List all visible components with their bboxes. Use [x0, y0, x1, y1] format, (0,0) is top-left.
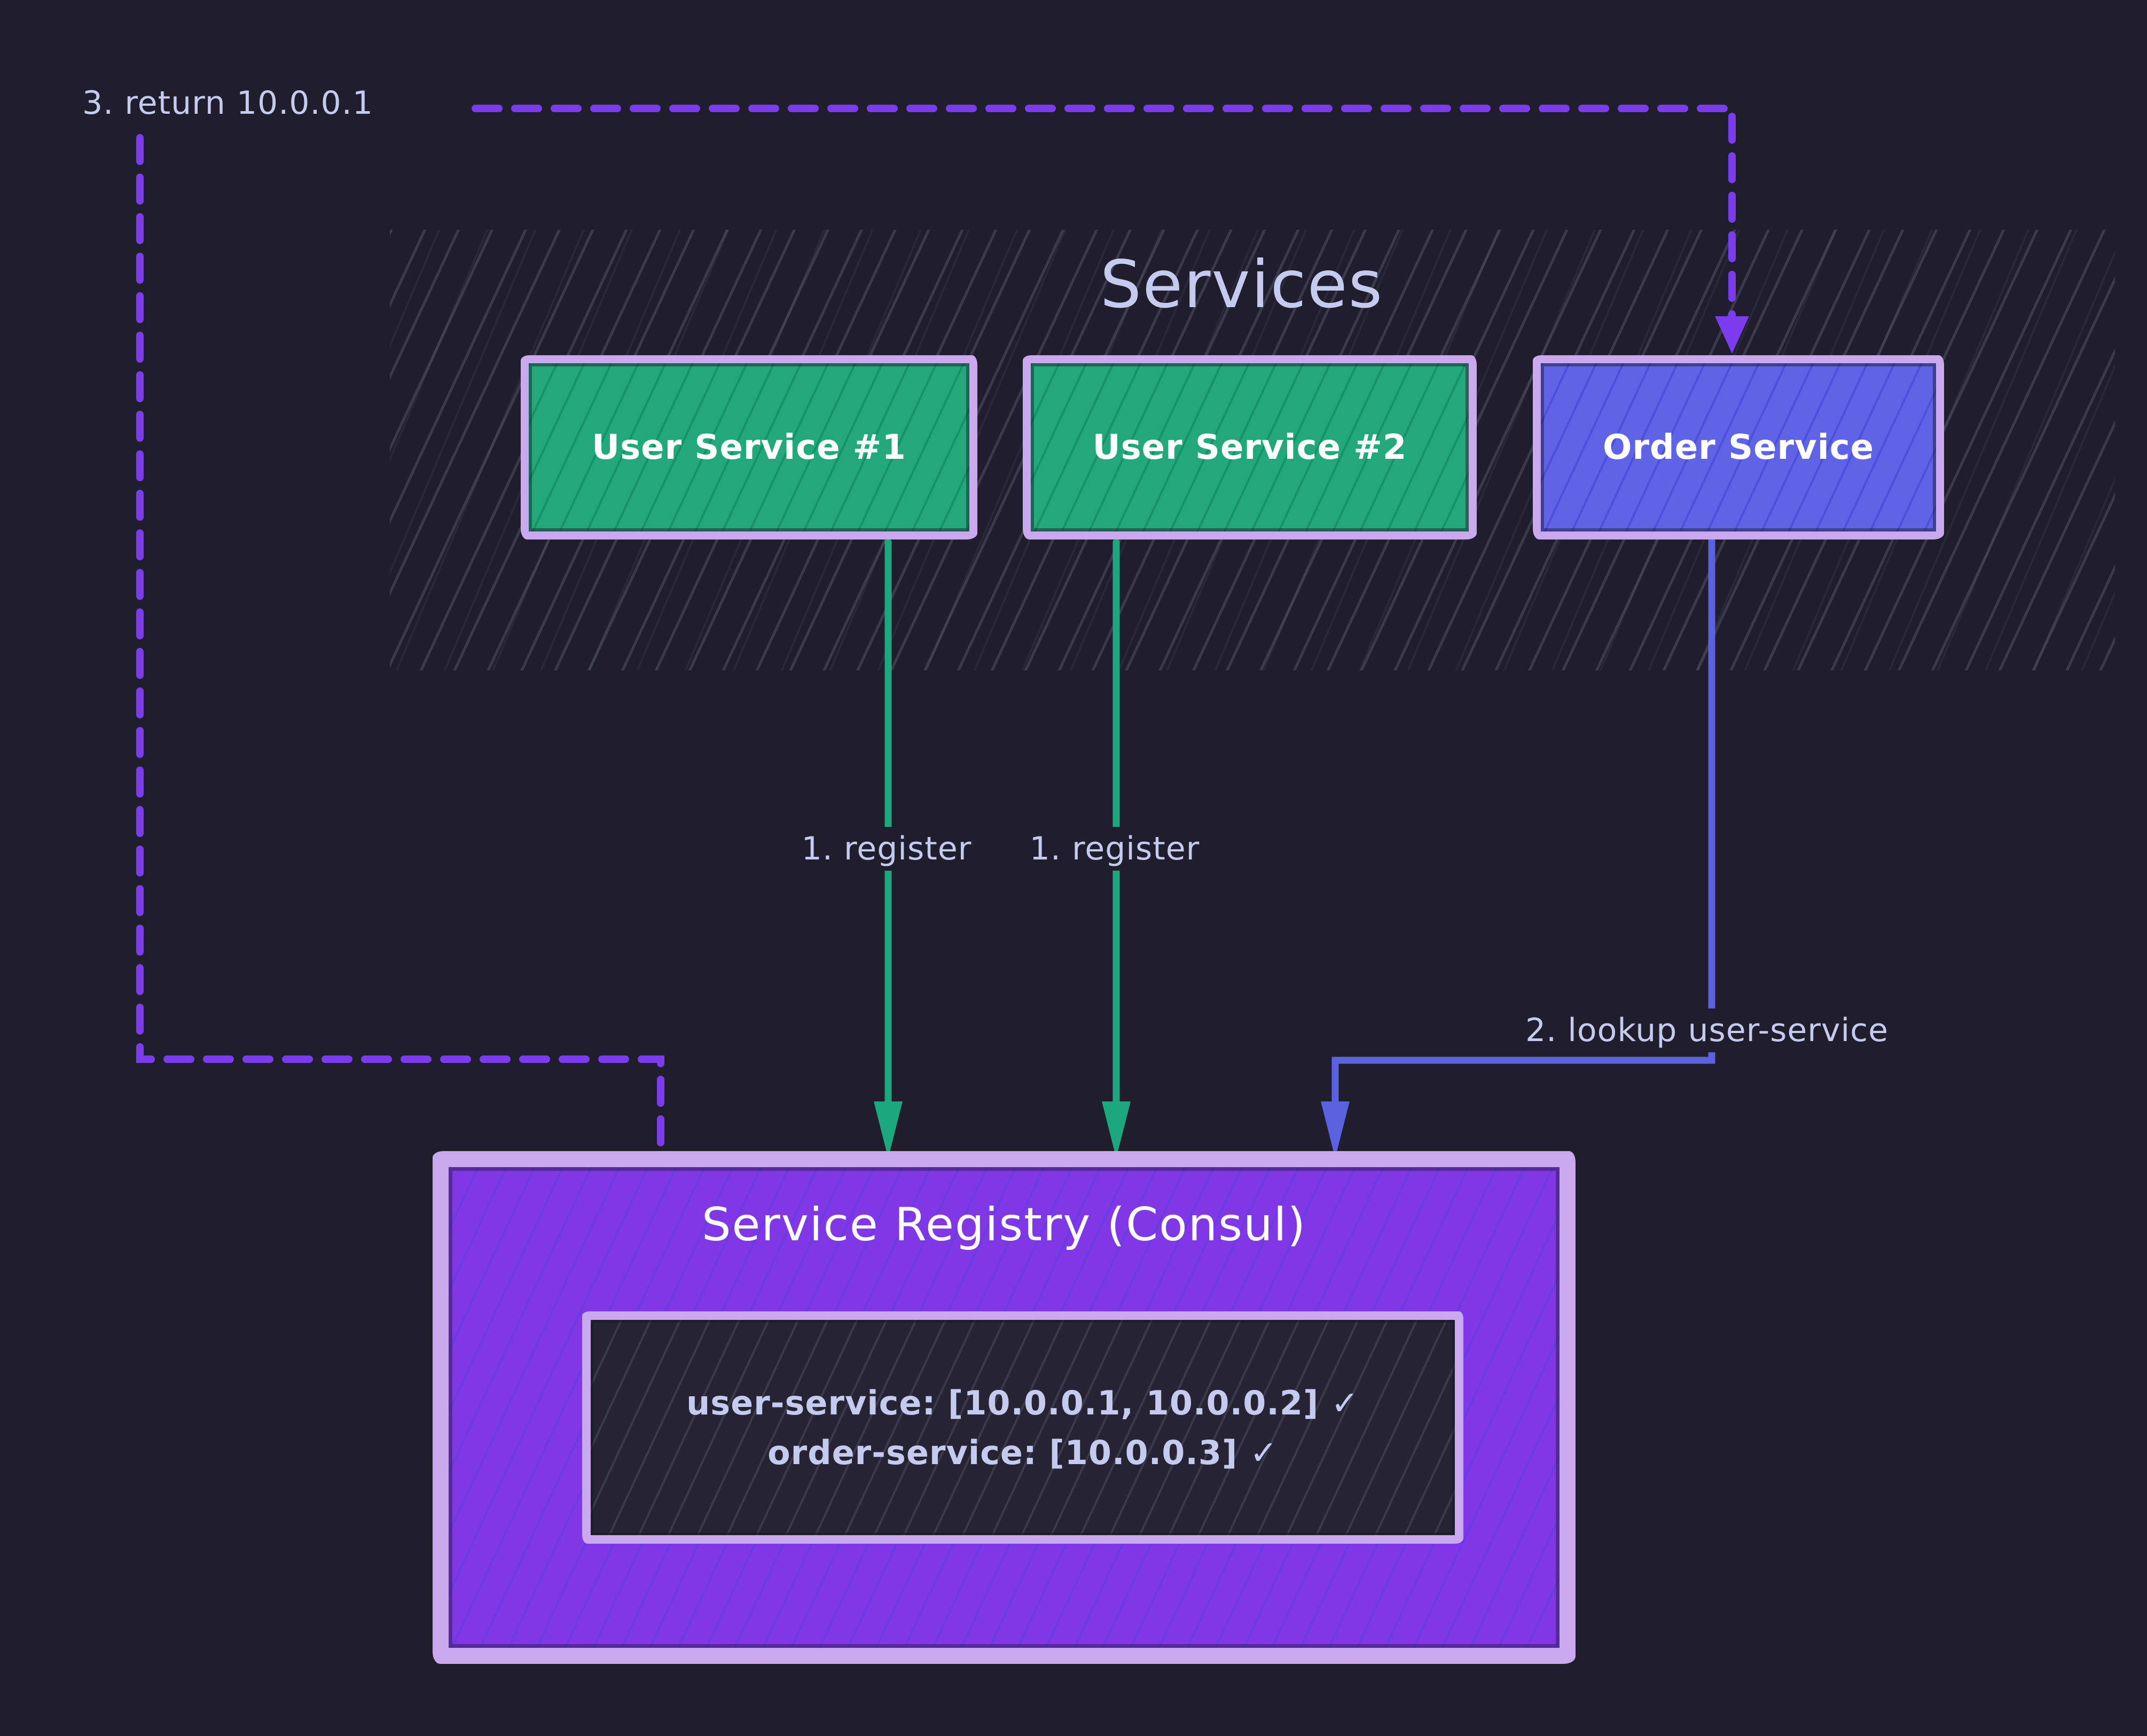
arrowhead-down-icon	[874, 1101, 903, 1158]
node-order-service: Order Service	[1533, 355, 1944, 539]
edge-label-register-2: 1. register	[1022, 827, 1208, 871]
arrowhead-down-icon	[1102, 1101, 1131, 1158]
services-group-title: Services	[1100, 247, 1384, 323]
node-label: User Service #1	[592, 427, 906, 467]
lookup-arrow	[1321, 537, 1715, 1158]
register-arrow-1	[874, 538, 903, 1158]
arrowhead-down-icon	[1321, 1101, 1350, 1158]
node-label: User Service #2	[1092, 427, 1407, 467]
arrowhead-down-icon	[1715, 316, 1749, 354]
node-service-registry: Service Registry (Consul) user-service: …	[433, 1151, 1576, 1664]
edge-label-lookup: 2. lookup user-service	[1517, 1008, 1897, 1052]
registry-title: Service Registry (Consul)	[701, 1198, 1307, 1252]
registry-entry: order-service: [10.0.0.3] ✓	[767, 1433, 1278, 1472]
node-label: Order Service	[1602, 427, 1875, 467]
registry-entry: user-service: [10.0.0.1, 10.0.0.2] ✓	[686, 1383, 1359, 1422]
node-user-service-1: User Service #1	[521, 355, 977, 539]
edge-label-register-1: 1. register	[794, 827, 980, 871]
register-arrow-2	[1102, 538, 1131, 1158]
registry-entries-box: user-service: [10.0.0.1, 10.0.0.2] ✓ ord…	[582, 1311, 1463, 1544]
return-arrow	[136, 105, 1749, 1156]
node-user-service-2: User Service #2	[1023, 355, 1477, 539]
edge-label-return: 3. return 10.0.0.1	[82, 84, 373, 122]
